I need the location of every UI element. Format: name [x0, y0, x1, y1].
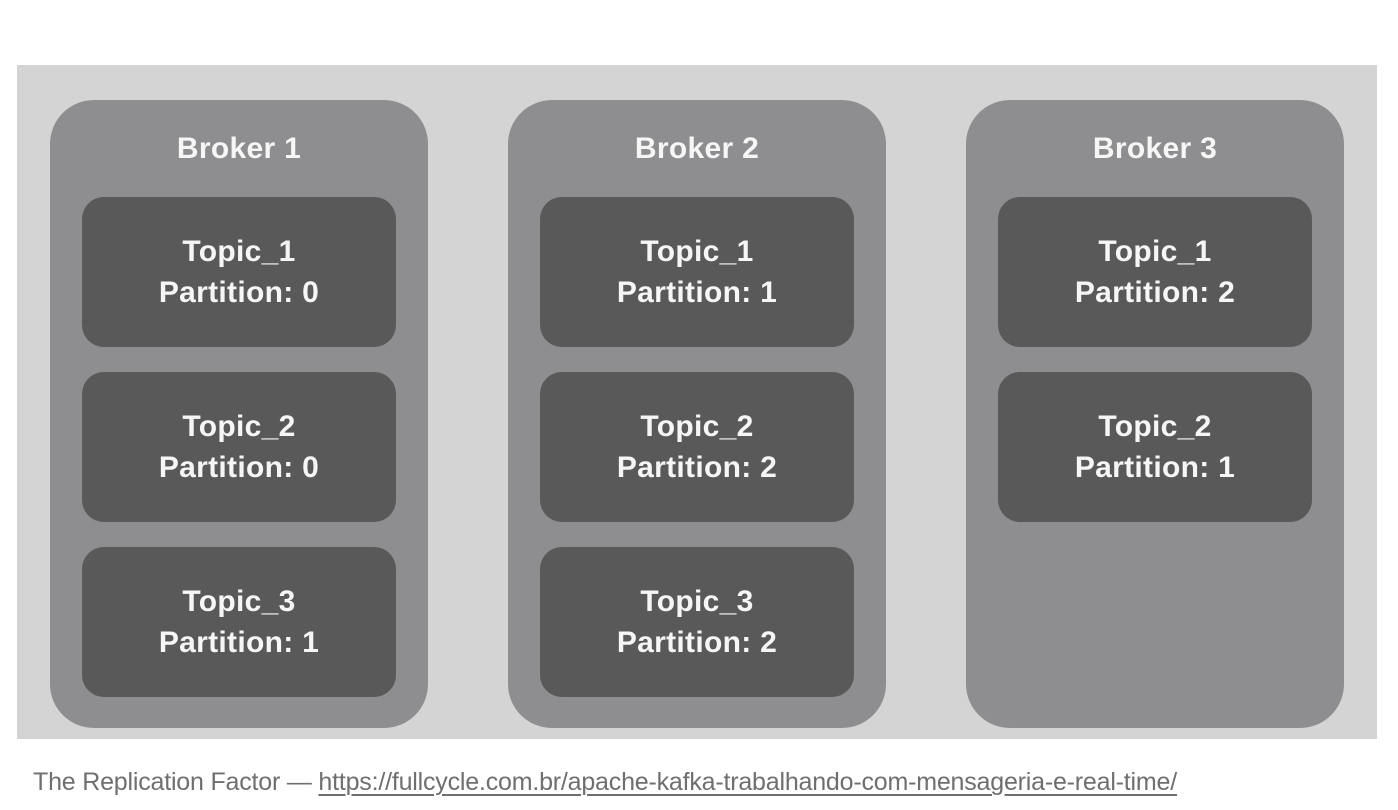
- topic-name: Topic_2: [182, 410, 296, 443]
- topic-partition-box: Topic_1 Partition: 1: [540, 197, 854, 347]
- broker-card: Broker 1 Topic_1 Partition: 0 Topic_2 Pa…: [50, 100, 428, 728]
- topic-partition-box: Topic_2 Partition: 0: [82, 372, 396, 522]
- caption-text: The Replication Factor —: [33, 768, 319, 796]
- topic-partition-box: Topic_3 Partition: 1: [82, 547, 396, 697]
- topic-name: Topic_1: [1098, 235, 1212, 268]
- figure-caption: The Replication Factor — https://fullcyc…: [33, 766, 1177, 798]
- topic-name: Topic_3: [640, 585, 754, 618]
- topic-partition-box: Topic_1 Partition: 0: [82, 197, 396, 347]
- topic-partition: Partition: 1: [616, 276, 778, 309]
- caption-link[interactable]: https://fullcycle.com.br/apache-kafka-tr…: [318, 768, 1177, 796]
- figure-image[interactable]: Broker 1 Topic_1 Partition: 0 Topic_2 Pa…: [17, 65, 1377, 739]
- topic-partition-box: Topic_2 Partition: 1: [998, 372, 1312, 522]
- broker-topics: Topic_1 Partition: 1 Topic_2 Partition: …: [508, 197, 886, 697]
- broker-card: Broker 3 Topic_1 Partition: 2 Topic_2 Pa…: [966, 100, 1344, 728]
- broker-title: Broker 2: [634, 131, 760, 165]
- topic-name: Topic_1: [640, 235, 754, 268]
- broker-topics: Topic_1 Partition: 2 Topic_2 Partition: …: [966, 197, 1344, 522]
- topic-partition: Partition: 1: [158, 626, 320, 659]
- topic-partition-box: Topic_1 Partition: 2: [998, 197, 1312, 347]
- topic-partition-box: Topic_2 Partition: 2: [540, 372, 854, 522]
- topic-partition: Partition: 2: [616, 451, 778, 484]
- broker-card: Broker 2 Topic_1 Partition: 1 Topic_2 Pa…: [508, 100, 886, 728]
- topic-name: Topic_1: [182, 235, 296, 268]
- topic-partition-box: Topic_3 Partition: 2: [540, 547, 854, 697]
- topic-partition: Partition: 1: [1074, 451, 1236, 484]
- broker-topics: Topic_1 Partition: 0 Topic_2 Partition: …: [50, 197, 428, 697]
- topic-partition: Partition: 2: [616, 626, 778, 659]
- topic-name: Topic_2: [1098, 410, 1212, 443]
- topic-partition: Partition: 0: [158, 276, 320, 309]
- topic-partition: Partition: 0: [158, 451, 320, 484]
- topic-name: Topic_3: [182, 585, 296, 618]
- broker-title: Broker 3: [1092, 131, 1218, 165]
- topic-partition: Partition: 2: [1074, 276, 1236, 309]
- topic-name: Topic_2: [640, 410, 754, 443]
- brokers-row: Broker 1 Topic_1 Partition: 0 Topic_2 Pa…: [50, 100, 1344, 728]
- broker-title: Broker 1: [176, 131, 302, 165]
